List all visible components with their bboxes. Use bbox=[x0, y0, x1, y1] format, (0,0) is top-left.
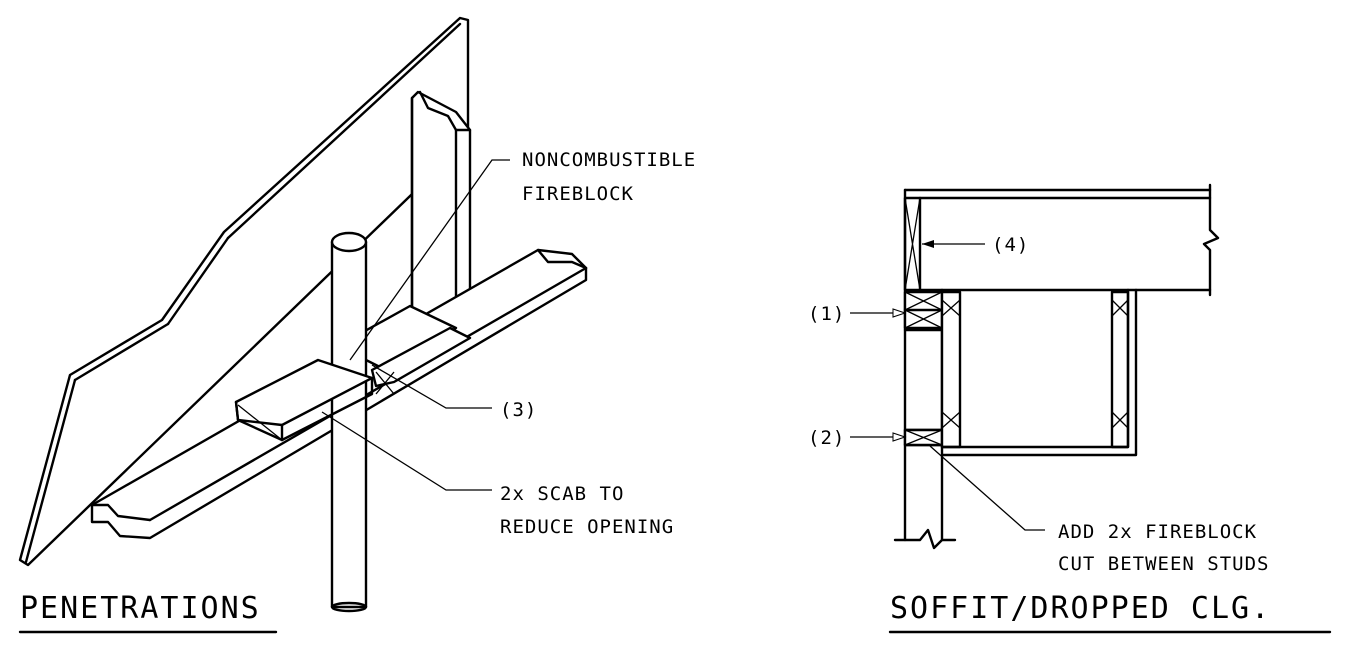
soffit-title: SOFFIT/DROPPED CLG. bbox=[890, 591, 1271, 626]
scab-face bbox=[234, 400, 284, 442]
soffit-detail: (4) (1) (2) ADD 2x FIREBLOCK CUT BETWEEN… bbox=[808, 183, 1332, 634]
wall-break bbox=[893, 528, 957, 550]
stud-top bbox=[418, 90, 472, 132]
penetrations-title: PENETRATIONS bbox=[20, 591, 261, 626]
scab-label-line1: 2x SCAB TO bbox=[500, 483, 624, 505]
fireblock-label-line1: ADD 2x FIREBLOCK bbox=[1058, 521, 1257, 543]
soffit-stud-left bbox=[940, 290, 962, 449]
plate-end bbox=[90, 503, 152, 522]
callout-3: (3) bbox=[500, 399, 537, 421]
fireblock-2-cross bbox=[904, 429, 943, 446]
leader-3 bbox=[371, 364, 492, 409]
soffit-stud-left-cross bbox=[941, 299, 961, 429]
soffit-stud-right-cross bbox=[1111, 299, 1129, 429]
noncombustible-label-line1: NONCOMBUSTIBLE bbox=[522, 149, 696, 171]
callout-2: (2) bbox=[808, 427, 845, 449]
noncombustible-label-line2: FIREBLOCK bbox=[522, 183, 634, 205]
leader-fireblock bbox=[929, 445, 1045, 531]
pipe-bottom bbox=[330, 601, 368, 613]
noncombustible-block bbox=[336, 304, 458, 372]
soffit-bottom bbox=[940, 288, 1130, 449]
soffit-bottom-outer bbox=[940, 288, 1138, 457]
leader-noncombustible bbox=[349, 159, 510, 361]
wall-board bbox=[18, 16, 470, 567]
wall-board-edge bbox=[226, 22, 462, 240]
penetrations-detail: NONCOMBUSTIBLE FIREBLOCK (3) 2x SCAB TO … bbox=[18, 16, 696, 634]
scab-label-line2: REDUCE OPENING bbox=[500, 516, 674, 538]
scab-cross bbox=[237, 404, 283, 441]
scab-right bbox=[370, 326, 472, 388]
soffit-stud-right bbox=[1110, 290, 1130, 449]
wall-board-edge bbox=[24, 378, 77, 564]
fireblock-label-line2: CUT BETWEEN STUDS bbox=[1058, 553, 1269, 575]
beam-break bbox=[1202, 183, 1220, 297]
fireblock-1-cross bbox=[904, 291, 943, 329]
arrow-4 bbox=[922, 240, 934, 248]
plate-end bbox=[536, 248, 588, 270]
leader-scab bbox=[321, 411, 492, 491]
arrow-2 bbox=[892, 432, 907, 442]
pipe bbox=[330, 240, 368, 609]
plate-edge bbox=[148, 266, 588, 522]
end-block-cross bbox=[904, 197, 921, 291]
pipe-top bbox=[330, 231, 368, 253]
callout-1: (1) bbox=[808, 303, 845, 325]
wall-board-edge bbox=[166, 236, 230, 326]
arrow-1 bbox=[892, 308, 907, 318]
callout-4: (4) bbox=[992, 234, 1029, 256]
scab-face bbox=[280, 376, 374, 442]
wall-board-edge bbox=[73, 322, 170, 382]
